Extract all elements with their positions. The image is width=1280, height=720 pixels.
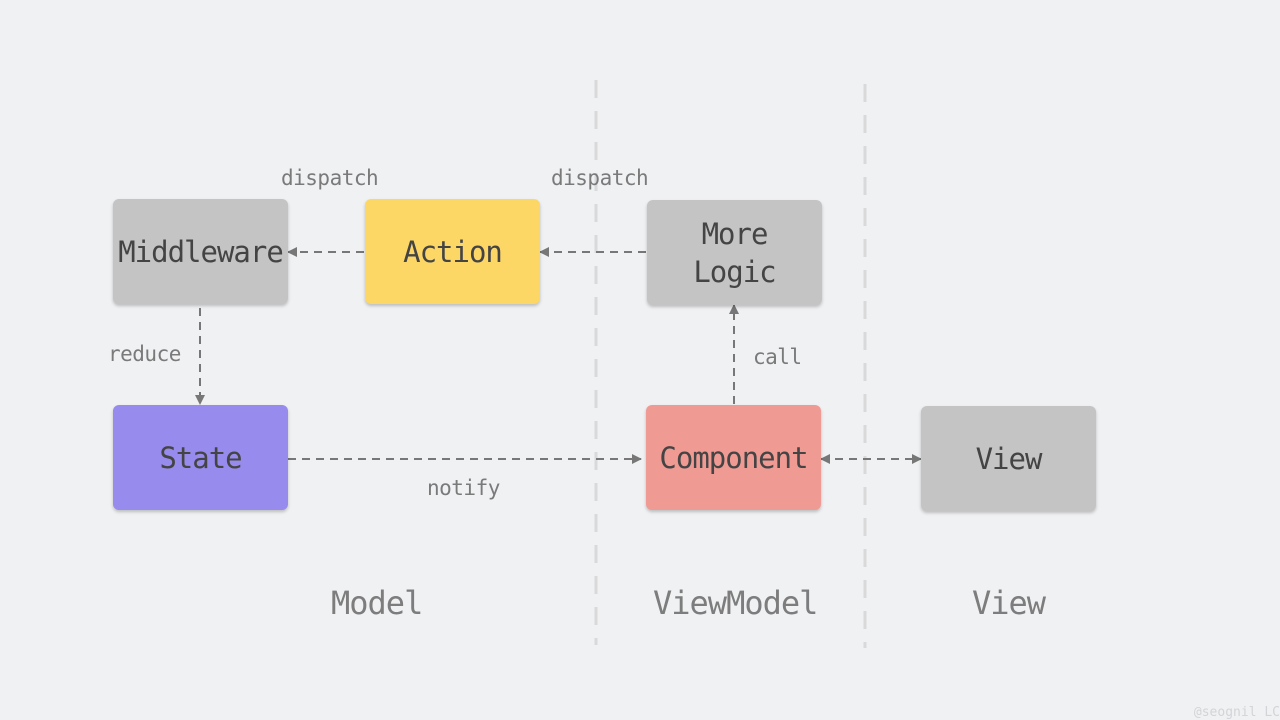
- node-state: State: [113, 405, 288, 510]
- edge-label-dispatch-left: dispatch: [281, 166, 379, 190]
- section-label-view: View: [972, 584, 1046, 622]
- node-view-label: View: [975, 441, 1043, 476]
- node-middleware-label: Middleware: [118, 234, 284, 269]
- node-middleware: Middleware: [113, 199, 288, 304]
- watermark: @seognil LC: [1193, 705, 1280, 720]
- edge-label-call: call: [753, 345, 802, 369]
- node-more-logic-label: More Logic: [693, 216, 776, 289]
- node-action: Action: [365, 199, 540, 304]
- node-component: Component: [646, 405, 821, 510]
- edge-label-reduce: reduce: [108, 342, 181, 366]
- node-action-label: Action: [403, 234, 503, 269]
- edge-label-dispatch-right: dispatch: [551, 166, 649, 190]
- node-component-label: Component: [659, 440, 808, 475]
- edge-label-notify: notify: [427, 476, 500, 500]
- node-view: View: [921, 406, 1096, 511]
- node-state-label: State: [159, 440, 242, 475]
- section-label-viewmodel: ViewModel: [653, 584, 818, 622]
- section-label-model: Model: [331, 584, 423, 622]
- node-more-logic: More Logic: [647, 200, 822, 305]
